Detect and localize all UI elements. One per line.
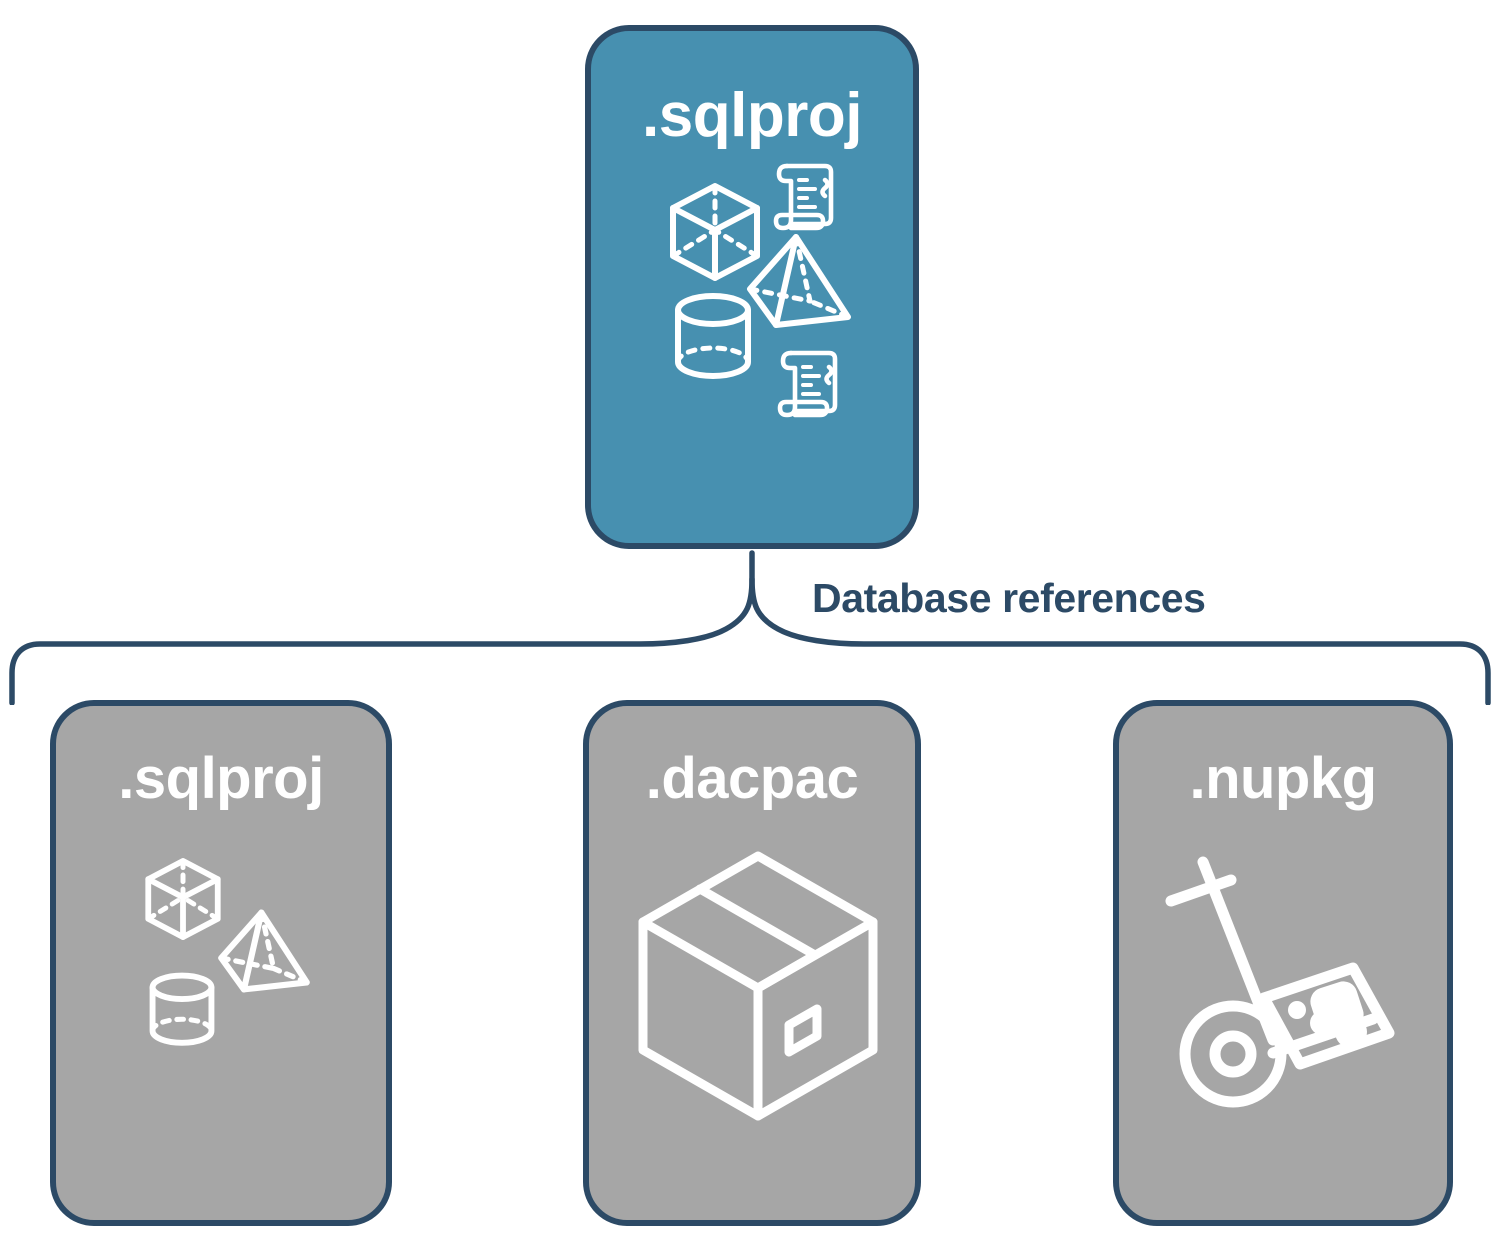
node-ref-dacpac[interactable]: .dacpac xyxy=(583,700,921,1226)
cube-icon xyxy=(145,858,221,940)
node-ref-sqlproj-title: .sqlproj xyxy=(118,746,324,811)
package-box-icon xyxy=(638,851,878,1121)
node-ref-nupkg-title: .nupkg xyxy=(1189,746,1377,811)
pyramid-icon xyxy=(218,909,310,993)
hand-truck-icon xyxy=(1165,856,1395,1108)
node-root-sqlproj[interactable]: .sqlproj xyxy=(585,25,919,549)
cube-icon xyxy=(670,183,760,281)
cylinder-icon xyxy=(149,972,215,1046)
node-ref-dacpac-artwork xyxy=(589,808,915,1220)
node-root-artwork xyxy=(591,147,913,543)
bracket-connector xyxy=(9,550,1491,705)
scroll-icon xyxy=(777,350,838,418)
node-ref-dacpac-title: .dacpac xyxy=(645,746,859,811)
cylinder-icon xyxy=(675,293,751,379)
node-ref-nupkg[interactable]: .nupkg xyxy=(1113,700,1453,1226)
pyramid-icon xyxy=(747,234,851,328)
bracket-label: Database references xyxy=(812,575,1206,621)
node-ref-sqlproj-artwork xyxy=(56,808,386,1220)
node-root-title: .sqlproj xyxy=(642,81,862,150)
scroll-icon xyxy=(773,163,834,231)
node-ref-nupkg-artwork xyxy=(1119,808,1447,1220)
node-ref-sqlproj[interactable]: .sqlproj xyxy=(50,700,392,1226)
